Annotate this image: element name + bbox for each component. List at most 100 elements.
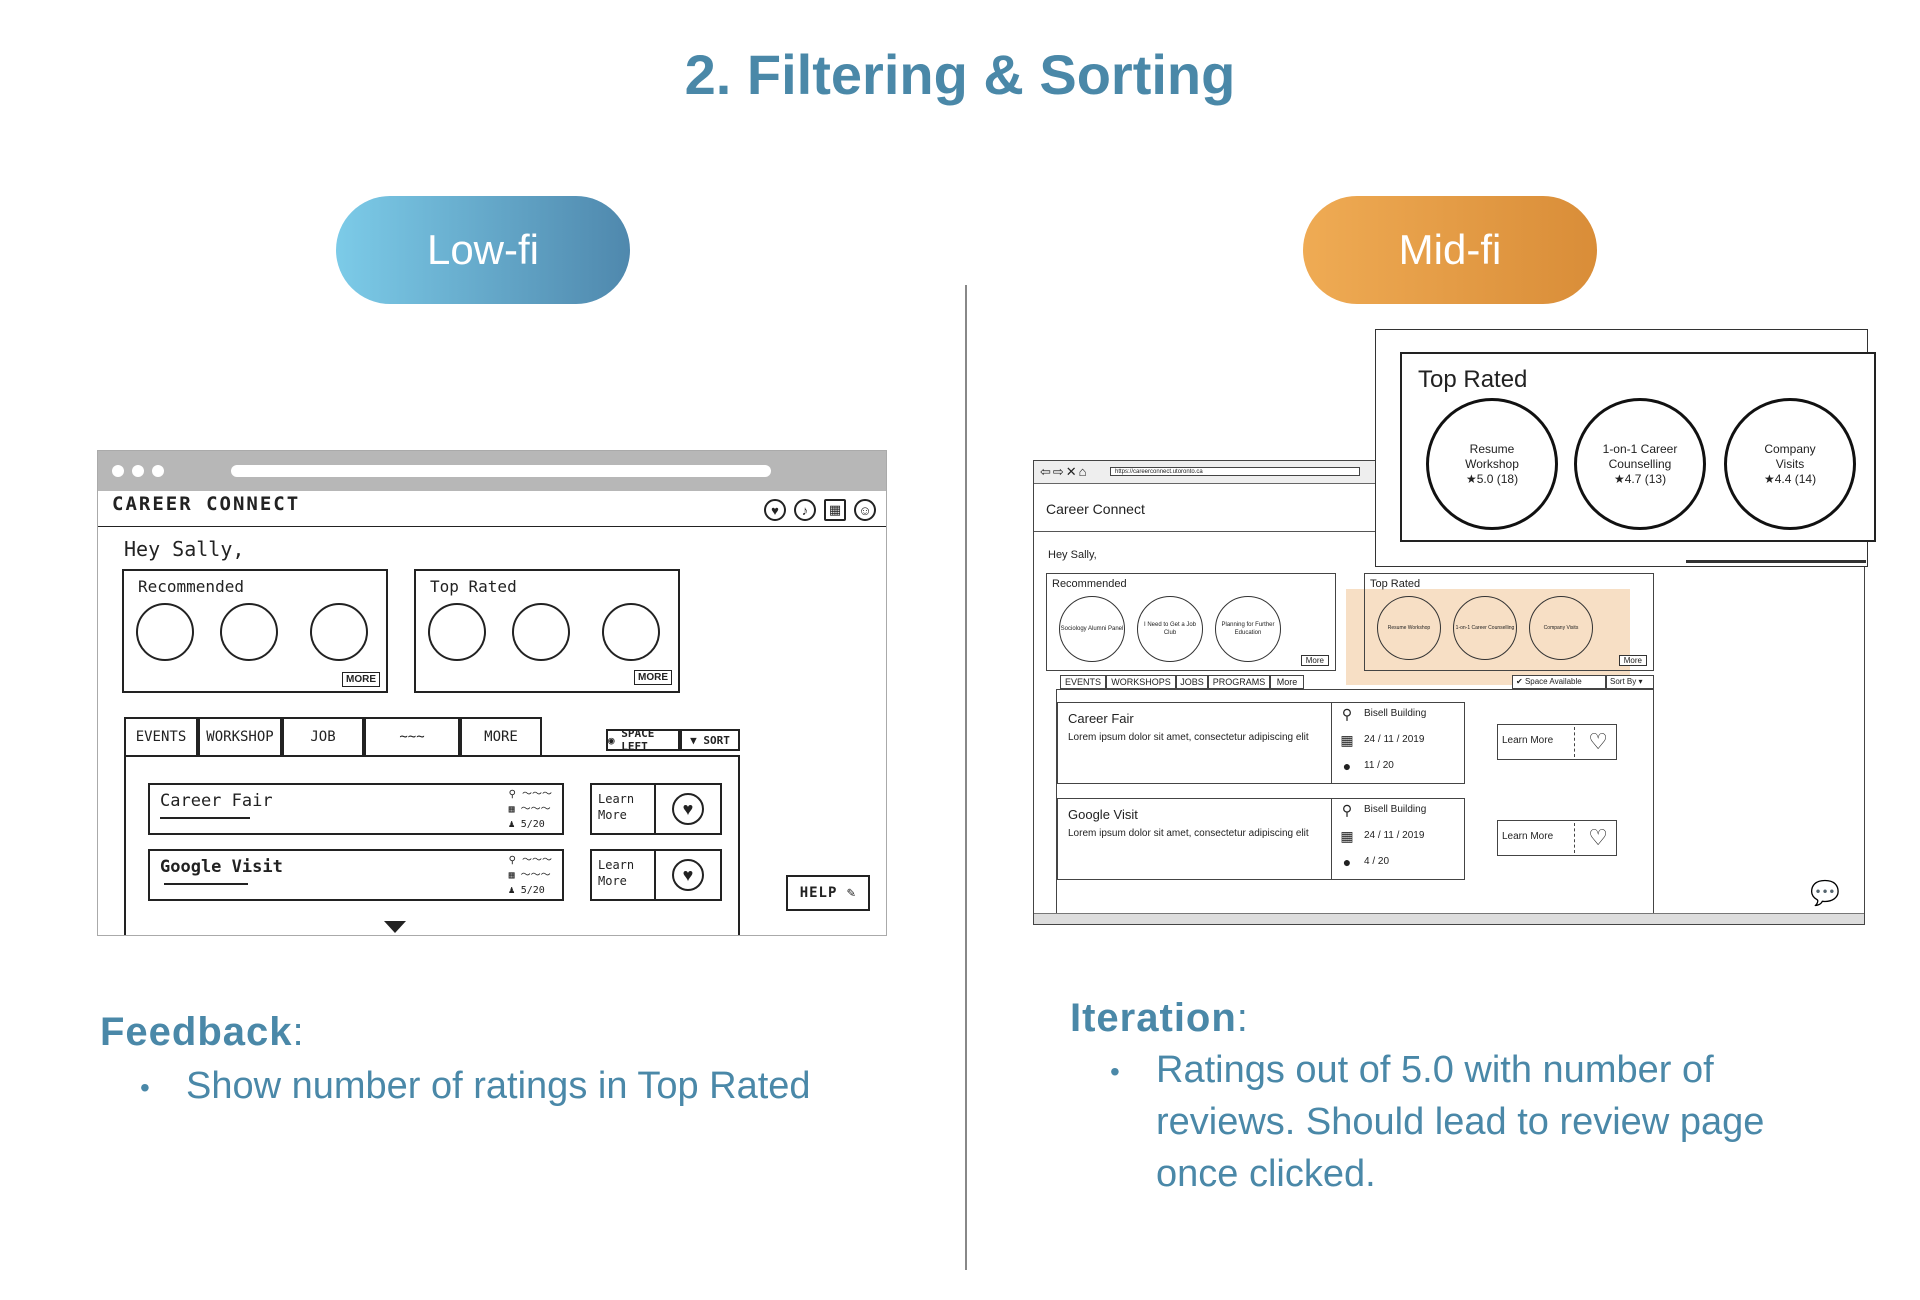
location-icon: ⚲ ～～～ <box>508 789 552 800</box>
tab-job[interactable]: JOB <box>282 717 364 755</box>
heart-icon[interactable]: ♥ <box>764 499 786 521</box>
top-rated-item[interactable]: Resume Workshop <box>1377 596 1441 660</box>
feedback-heading: Feedback: <box>100 1010 305 1054</box>
person-icon: ♟ <box>508 819 515 830</box>
tab-more[interactable]: MORE <box>460 717 542 755</box>
window-dot-icon <box>112 465 124 477</box>
top-rated-item-zoom[interactable]: Company Visits ★4.4 (14) <box>1724 398 1856 530</box>
heart-icon[interactable]: ♥ <box>672 793 704 825</box>
profile-icon[interactable]: ☺ <box>854 499 876 521</box>
sort-by-select[interactable]: Sort By ▾ <box>1606 675 1654 689</box>
recommended-item[interactable]: Planning for Further Education <box>1215 596 1281 662</box>
recommended-item[interactable] <box>136 603 194 661</box>
top-rated-item[interactable] <box>602 603 660 661</box>
tab-programs[interactable]: PROGRAMS <box>1208 675 1270 689</box>
learn-more-group: Learn More ♥ <box>590 849 722 901</box>
top-rated-label: Top Rated <box>430 577 517 596</box>
card-title: Career Fair <box>160 791 273 811</box>
learn-more-button[interactable]: Learn More <box>1502 735 1554 746</box>
star-icon: ★ <box>1613 471 1625 486</box>
url-bar[interactable]: https://careerconnect.utoronto.ca <box>1110 467 1360 476</box>
separator <box>1574 823 1576 853</box>
person-icon: ♟ <box>508 885 515 896</box>
recommended-more-button[interactable]: More <box>1300 655 1329 666</box>
learn-more-button[interactable]: Learn More <box>1502 831 1554 842</box>
recommended-item[interactable] <box>220 603 278 661</box>
heart-icon[interactable]: ♡ <box>1588 825 1608 850</box>
sort-button[interactable]: ▼ SORT <box>680 729 740 751</box>
calendar-icon: ▦ ～～～ <box>508 804 551 815</box>
calendar-icon: ▦ <box>1340 828 1354 844</box>
help-button[interactable]: HELP ✎ <box>786 875 870 911</box>
top-rated-item[interactable]: 1-on-1 Career Counselling <box>1453 596 1517 660</box>
learn-more-button[interactable]: Learn More <box>598 858 635 888</box>
top-rated-more-button[interactable]: More <box>1618 655 1647 666</box>
card-title: Career Fair <box>1068 711 1134 726</box>
recommended-item[interactable]: I Need to Get a Job Club <box>1137 596 1203 662</box>
top-rated-item-zoom[interactable]: 1-on-1 Career Counselling ★4.7 (13) <box>1574 398 1706 530</box>
iteration-text: Ratings out of 5.0 with number of review… <box>1156 1049 1765 1195</box>
location-icon: ⚲ ～～～ <box>508 855 552 866</box>
card-meta: ⚲ ～～～ ▦ ～～～ ♟ 5/20 <box>508 855 552 896</box>
heart-icon[interactable]: ♥ <box>672 859 704 891</box>
list-item[interactable]: Google Visit ⚲ ～～～ ▦ ～～～ ♟ 5/20 <box>148 849 564 901</box>
list-item[interactable]: Career Fair ⚲ ～～～ ▦ ～～～ ♟ 5/20 <box>148 783 564 835</box>
recommended-more-button[interactable]: MORE <box>342 672 380 687</box>
card-meta: ⚲ ～～～ ▦ ～～～ ♟ 5/20 <box>508 789 552 830</box>
lowfi-label-pill: Low-fi <box>336 196 630 304</box>
tab-events[interactable]: EVENTS <box>124 717 198 755</box>
chevron-down-icon: ▾ <box>1636 677 1643 686</box>
nav-buttons-icon[interactable]: ⇦⇨✕⌂ <box>1040 464 1089 479</box>
chat-icon[interactable]: 💬 <box>1810 880 1840 907</box>
star-icon: ★ <box>1763 471 1775 486</box>
top-rated-item-zoom[interactable]: Resume Workshop ★5.0 (18) <box>1426 398 1558 530</box>
recommended-label: Recommended <box>1052 578 1127 590</box>
top-rated-item[interactable] <box>512 603 570 661</box>
scroll-down-icon[interactable] <box>384 921 406 933</box>
tab-jobs[interactable]: JOBS <box>1176 675 1208 689</box>
recommended-item[interactable] <box>310 603 368 661</box>
space-available-filter[interactable]: ✔ Space Available <box>1512 675 1606 689</box>
location-pin-icon: ⚲ <box>1341 802 1353 818</box>
top-rated-zoom-title: Top Rated <box>1418 366 1528 393</box>
location-pin-icon: ⚲ <box>1341 706 1353 722</box>
squiggle-line <box>164 883 248 885</box>
brand-title: Career Connect <box>1046 501 1145 517</box>
feedback-item: Show number of ratings in Top Rated <box>186 1065 811 1107</box>
chat-icon: ✎ <box>846 885 857 901</box>
space-left-filter[interactable]: ◉ SPACE LEFT <box>606 727 680 753</box>
top-rated-panel: Top Rated Resume Workshop 1-on-1 Career … <box>1364 573 1654 671</box>
horizontal-scrollbar[interactable] <box>1034 913 1864 924</box>
check-icon: ✔ <box>1516 677 1525 686</box>
recommended-panel: Recommended Sociology Alumni Panel I Nee… <box>1046 573 1336 671</box>
tab-squiggle[interactable]: ~~~ <box>364 717 460 755</box>
iteration-heading: Iteration: <box>1070 996 1249 1040</box>
calendar-icon: ▦ <box>1340 732 1354 748</box>
brand-title: CAREER CONNECT <box>112 493 301 515</box>
callout-connector <box>1686 560 1866 563</box>
top-rated-item[interactable] <box>428 603 486 661</box>
calendar-icon: ▦ ～～～ <box>508 870 551 881</box>
tab-events[interactable]: EVENTS <box>1060 675 1106 689</box>
tab-workshops[interactable]: WORKSHOPS <box>1106 675 1176 689</box>
url-bar[interactable] <box>231 465 771 477</box>
learn-more-group: Learn More ♥ <box>590 783 722 835</box>
bell-icon[interactable]: ♪ <box>794 499 816 521</box>
greeting: Hey Sally, <box>1048 549 1097 561</box>
separator <box>654 785 656 833</box>
tab-more[interactable]: More <box>1270 675 1304 689</box>
separator <box>1574 727 1576 757</box>
top-rated-zoom-callout: Top Rated Resume Workshop ★5.0 (18) 1-on… <box>1375 329 1876 567</box>
tab-workshop[interactable]: WORKSHOP <box>198 717 282 755</box>
calendar-icon[interactable]: ▦ <box>824 499 846 521</box>
top-rated-more-button[interactable]: MORE <box>634 670 672 685</box>
learn-more-button[interactable]: Learn More <box>598 792 635 822</box>
recommended-panel: Recommended MORE <box>122 569 388 693</box>
top-rated-item[interactable]: Company Visits <box>1529 596 1593 660</box>
top-rated-panel: Top Rated MORE <box>414 569 680 693</box>
card-description: Lorem ipsum dolor sit amet, consectetur … <box>1068 828 1309 839</box>
recommended-item[interactable]: Sociology Alumni Panel <box>1059 596 1125 662</box>
heart-icon[interactable]: ♡ <box>1588 729 1608 754</box>
person-icon: ● <box>1342 758 1352 774</box>
learn-more-group: Learn More ♡ <box>1497 724 1617 760</box>
